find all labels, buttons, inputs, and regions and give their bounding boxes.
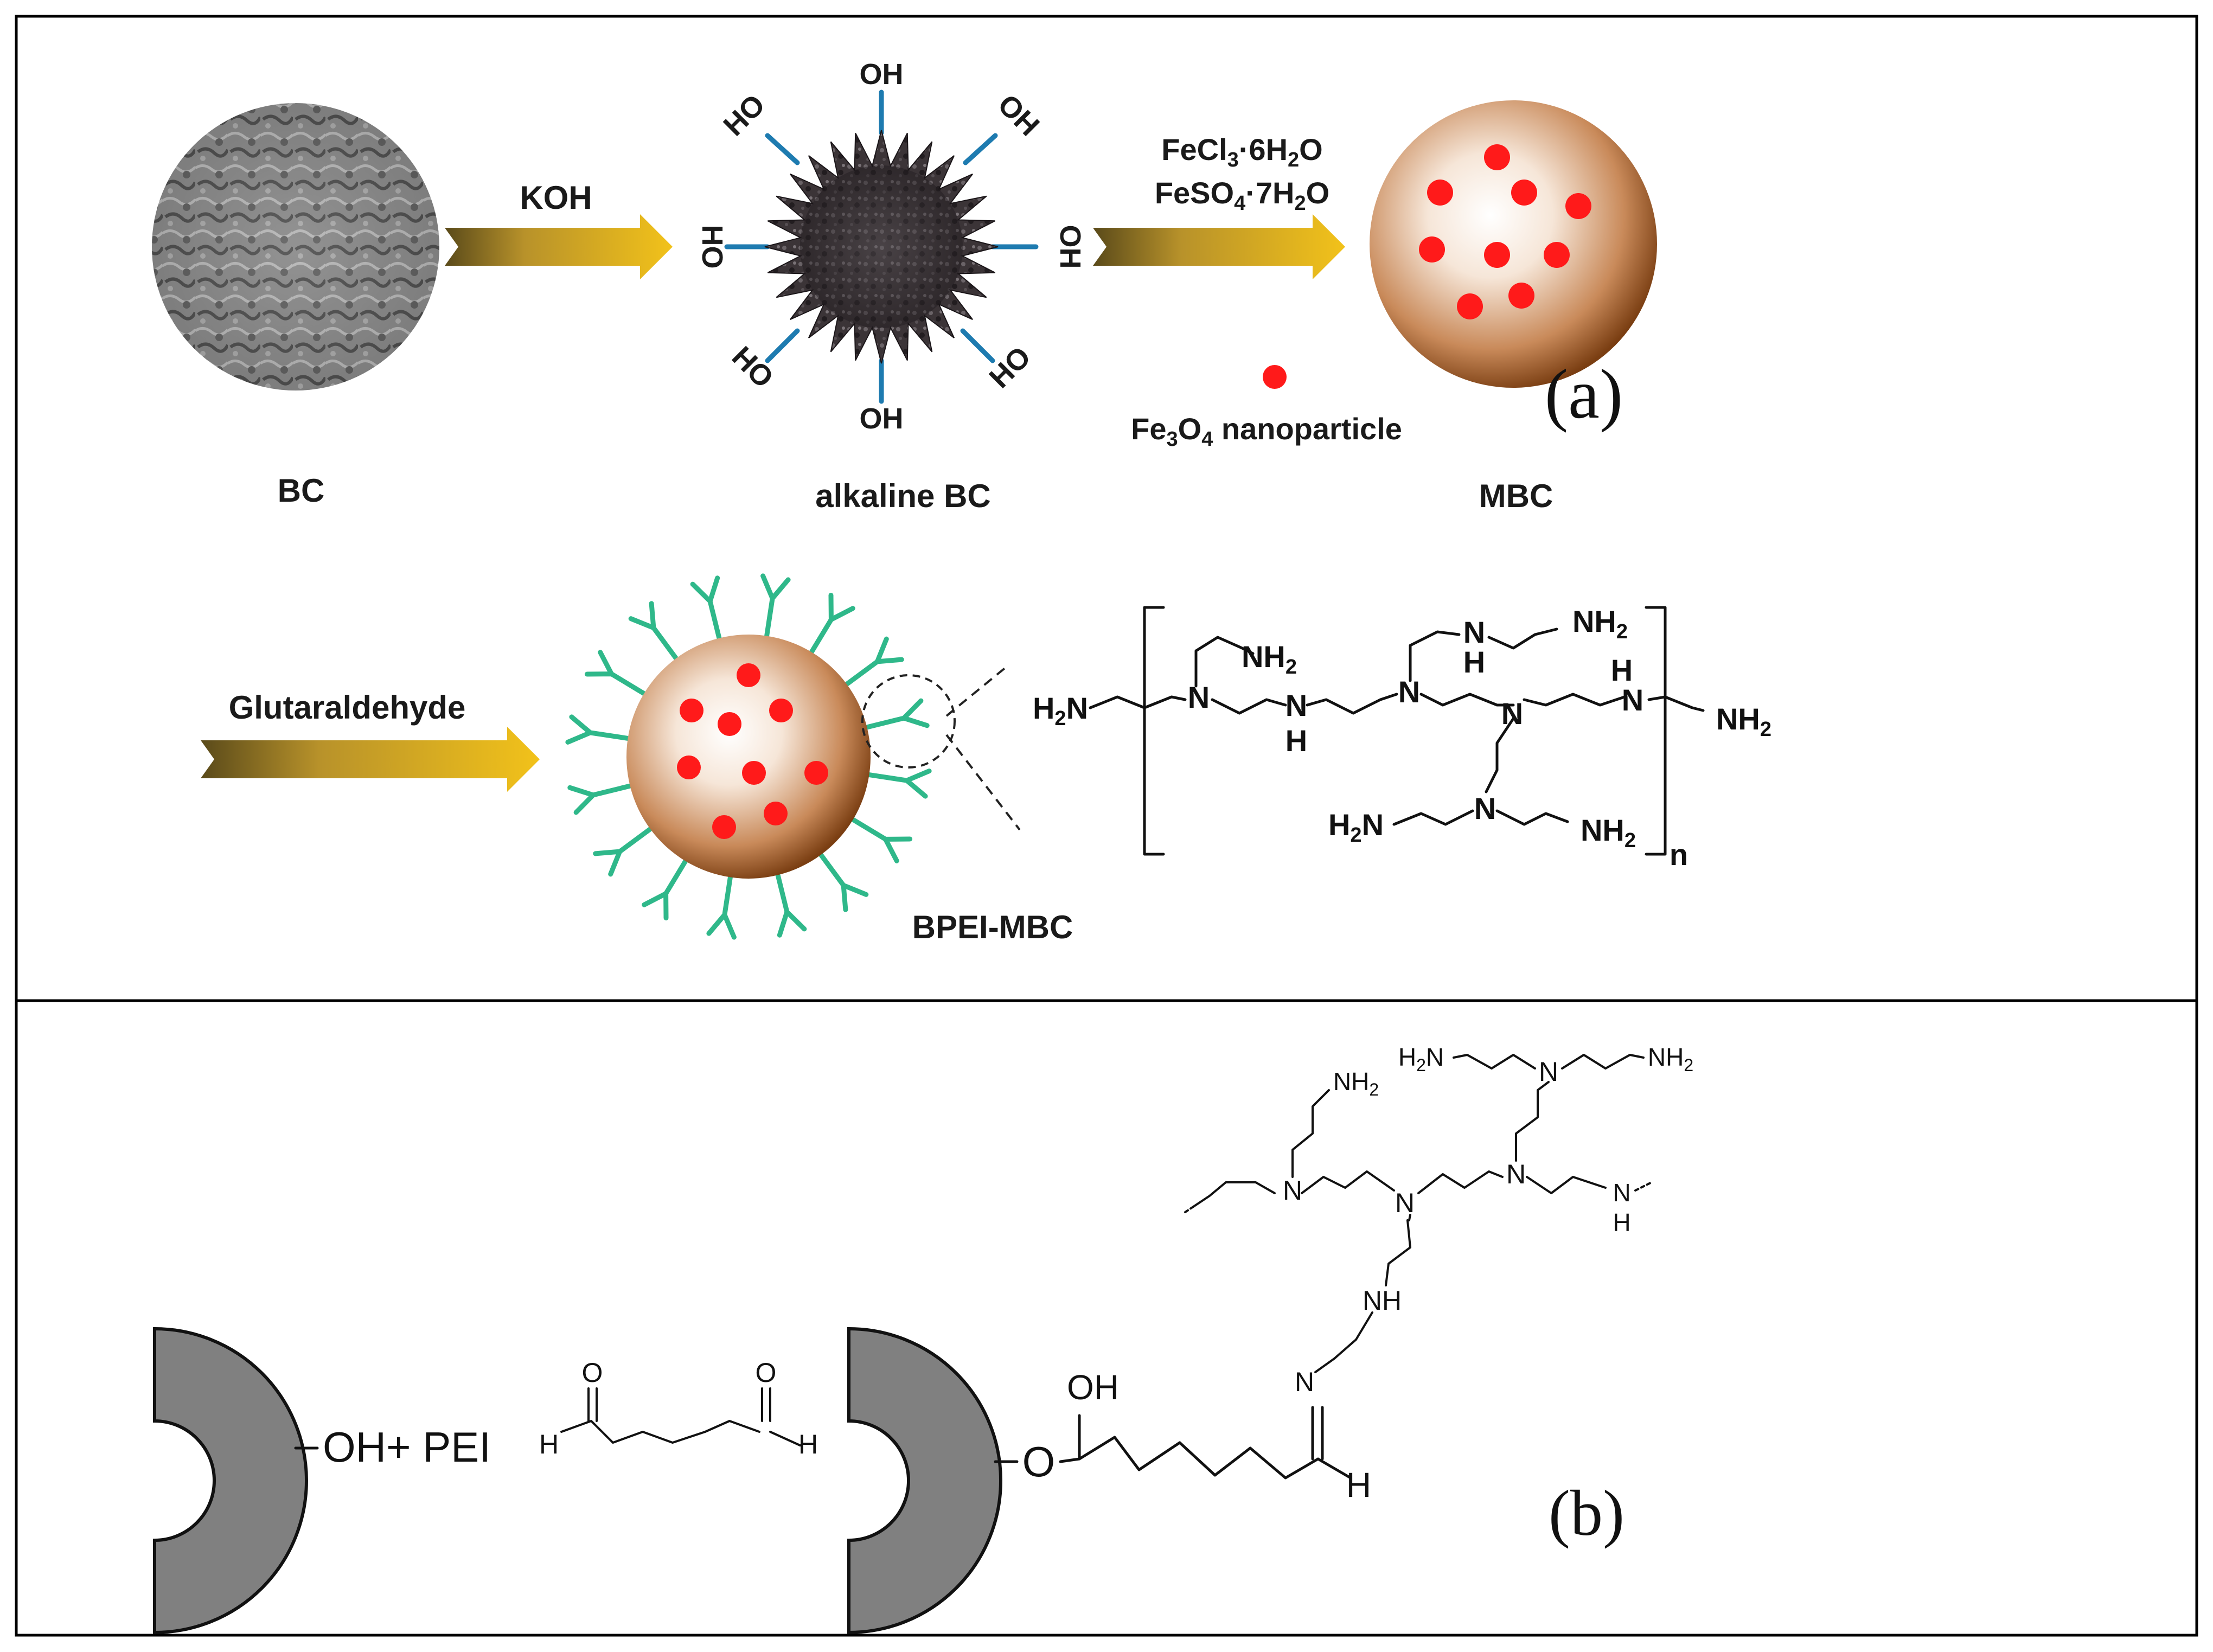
oh-label-top-right: OH — [992, 88, 1046, 142]
h-atom-2: H — [1285, 723, 1307, 758]
h-atom-6: H — [1611, 653, 1633, 687]
terminal-h: H — [1346, 1465, 1371, 1504]
zoom-line-top — [945, 666, 1007, 717]
oh-label-bottom: OH — [860, 402, 904, 435]
ho-label-bottom-left: HO — [726, 340, 780, 394]
h2n-top: H2N — [1398, 1043, 1444, 1075]
bpei-branch — [760, 573, 791, 638]
bpei-branch — [706, 875, 737, 940]
bpei-branch — [850, 817, 913, 863]
bc-label: BC — [278, 472, 325, 509]
bpei-branches — [565, 573, 932, 940]
panel-a-label: (a) — [1545, 355, 1623, 433]
nh2-top-left: NH2 — [1333, 1067, 1379, 1099]
aldehyde-h-left: H — [539, 1429, 559, 1459]
reagent-arrow — [1093, 214, 1345, 279]
nh-terminal: N — [1613, 1179, 1630, 1207]
carbonyl-o-left: O — [582, 1358, 603, 1388]
panel-b-label: (b) — [1549, 1477, 1624, 1549]
n-top: N — [1539, 1056, 1558, 1087]
nh2-branch-1: NH2 — [1242, 639, 1297, 678]
bpei-branch — [593, 827, 653, 877]
n-atom-7: N — [1474, 791, 1496, 825]
oh-bonds — [724, 89, 1039, 404]
aldehyde-h-right: H — [798, 1429, 818, 1459]
reagent-line-1: FeCl3·6H2O — [1161, 132, 1322, 171]
nh-linker: NH — [1363, 1285, 1402, 1316]
bpei-branch — [775, 872, 807, 938]
h-terminal: H — [1613, 1208, 1630, 1237]
n-atom-6: N — [1622, 683, 1643, 717]
n-atom-4: N — [1463, 615, 1485, 649]
h2n-lower: H2N — [1328, 808, 1384, 847]
n-atom-5: N — [1501, 696, 1523, 731]
bpei-fe3o4-dots — [677, 663, 828, 839]
bpei-branch — [690, 575, 722, 641]
h2n-left: H2N — [1033, 691, 1088, 730]
product-structure: OH H N NH N N NH2 N N H N H2N NH2 — [1059, 1043, 1693, 1504]
glutaraldehyde-label: Glutaraldehyde — [229, 689, 466, 726]
bpei-branch — [584, 650, 647, 696]
ho-label-bottom-right: HO — [983, 340, 1037, 394]
nanoparticle-label: Fe3O4 nanoparticle — [1131, 412, 1402, 451]
bracket-right — [1645, 606, 1667, 856]
n-center: N — [1395, 1188, 1415, 1218]
glutaraldehyde-arrow — [201, 727, 540, 792]
n-atom-2: N — [1285, 688, 1307, 722]
bpei-branch — [818, 852, 869, 912]
oh-label-top: OH — [860, 58, 904, 91]
nh2-top-right: NH2 — [1648, 1043, 1693, 1075]
zoom-line-bottom — [945, 734, 1021, 831]
carrier-left — [153, 1327, 308, 1635]
bpei-core-sphere — [626, 635, 871, 879]
bpei-mbc-particle — [565, 573, 1021, 940]
n-right: N — [1506, 1159, 1526, 1189]
glutaraldehyde-structure: O O H H — [539, 1358, 818, 1459]
mbc-label: MBC — [1479, 478, 1553, 514]
carbonyl-o-right: O — [756, 1358, 777, 1388]
oh-label-right: OH — [1054, 225, 1086, 269]
bpei-structure-a: H2N N NH2 N H N N H NH2 N H N NH2 N H2N … — [1033, 604, 1771, 872]
repeat-subscript-n: n — [1670, 837, 1688, 872]
reagent-line-2: FeSO4·7H2O — [1155, 176, 1329, 215]
nh2-branch-2: NH2 — [1572, 604, 1628, 643]
bpei-branch — [867, 769, 932, 799]
bpei-branch — [844, 636, 904, 687]
panel-b-frame — [15, 999, 2198, 1637]
h-atom-4: H — [1463, 645, 1485, 679]
carrier-right — [847, 1327, 1002, 1635]
mbc-particle — [1370, 100, 1657, 388]
bpei-branch — [642, 859, 688, 921]
n-left: N — [1283, 1175, 1302, 1206]
hydroxyl-oh: OH — [1067, 1368, 1119, 1407]
ho-label-top-left: HO — [717, 88, 771, 142]
koh-label: KOH — [520, 180, 592, 216]
bpei-mbc-label: BPEI-MBC — [912, 909, 1073, 945]
oh-plus-pei: OH+ PEI — [323, 1423, 491, 1471]
nh2-right: NH2 — [1716, 702, 1771, 741]
imine-n: N — [1295, 1367, 1314, 1397]
bpei-branch — [628, 601, 679, 661]
ho-label-left: HO — [696, 225, 728, 269]
alkaline-bc-particle — [724, 89, 1039, 404]
n-atom-1: N — [1188, 680, 1210, 714]
mbc-fe3o4-dots — [1419, 144, 1591, 319]
bc-particle — [152, 103, 439, 390]
koh-arrow — [445, 214, 673, 279]
n-atom-3: N — [1398, 675, 1420, 709]
nanoparticle-legend-dot — [1263, 365, 1287, 389]
bpei-branch — [864, 698, 930, 730]
ether-o: O — [1022, 1438, 1056, 1485]
bpei-branch — [567, 783, 633, 815]
zoom-circle — [861, 674, 956, 769]
bpei-branch — [809, 592, 855, 655]
nh2-lower: NH2 — [1581, 813, 1636, 852]
alkaline-bc-label: alkaline BC — [815, 478, 990, 514]
bpei-branch — [565, 714, 630, 745]
bracket-left — [1143, 606, 1165, 856]
